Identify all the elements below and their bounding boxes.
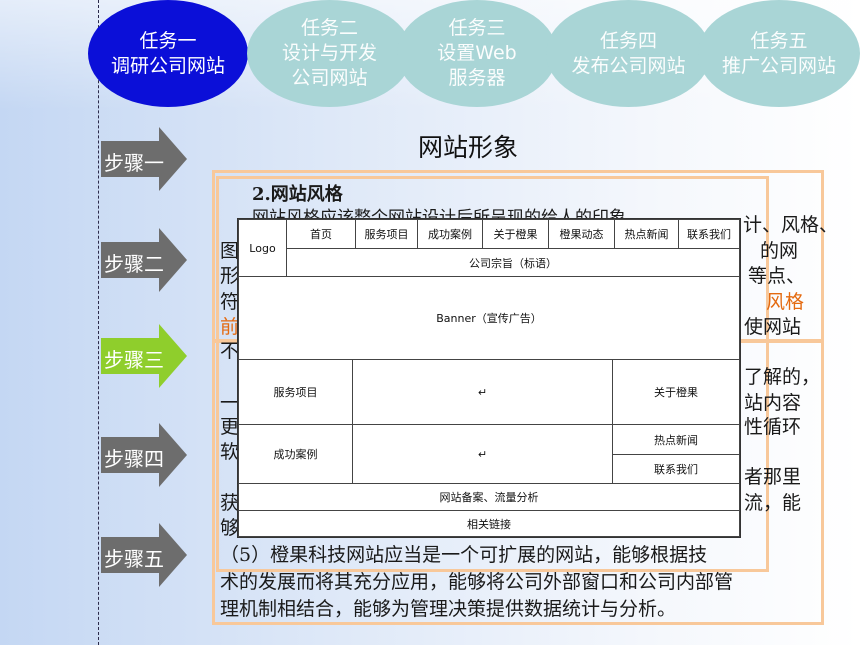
mockup-nav-hot-news: 热点新闻 [614, 219, 679, 249]
step-3-button[interactable]: 步骤三 [101, 324, 187, 388]
step-2-label: 步骤二 [104, 252, 164, 276]
tab-task-3-line3: 服务器 [448, 67, 506, 89]
mockup-slogan: 公司宗旨（标语） [286, 248, 740, 277]
paragraph-5-line2: 术的发展而将其充分应用，能够将公司外部窗口和公司内部管 [220, 571, 734, 593]
mockup-nav-home: 首页 [286, 219, 356, 249]
text-row5-left: 前 [220, 316, 240, 338]
website-layout-mockup: Logo 首页 服务项目 成功案例 关于橙果 橙果动态 热点新闻 联系我们 公司… [237, 218, 741, 538]
text-row4-left: 符 [220, 291, 240, 313]
tab-task-5-line1: 任务五 [750, 29, 808, 52]
tab-task-3-line1: 任务三 [448, 17, 506, 39]
mockup-nav-cases: 成功案例 [417, 219, 483, 249]
tab-task-1-line2: 调研公司网站 [110, 54, 225, 77]
text-row10-left: 软 [220, 441, 240, 463]
text-row2-right: 的网 [760, 240, 799, 262]
arrow-right-icon [101, 127, 187, 191]
page-title: 网站形象 [418, 133, 519, 162]
tab-task-5-line2: 推广公司网站 [721, 54, 836, 77]
step-1-label: 步骤一 [104, 151, 164, 175]
tab-task-4[interactable]: 任务四 发布公司网站 [546, 0, 711, 107]
text-row12-left: 获 [220, 492, 240, 514]
text-row1-right: 计、风格、 [743, 214, 839, 236]
arrow-right-icon [101, 228, 187, 292]
mockup-hot-news: 热点新闻 [612, 424, 740, 455]
mockup-cases: 成功案例 [238, 424, 353, 484]
text-row9-right: 性循环 [744, 416, 802, 438]
tab-task-2-line2: 设计与开发 [281, 42, 377, 64]
tab-task-2-line3: 公司网站 [291, 67, 368, 89]
mockup-services: 服务项目 [238, 359, 353, 425]
paragraph-5-line3: 理机制相结合，能够为管理决策提供数据统计与分析。 [220, 598, 677, 620]
text-row7-left: 一 [220, 392, 240, 414]
dashed-guide-line [98, 0, 99, 645]
tab-task-4-line2: 发布公司网站 [571, 54, 686, 77]
mockup-nav-news: 橙果动态 [548, 219, 615, 249]
text-row7-right: 了解的， [744, 366, 821, 388]
mockup-footer-stats: 网站备案、流量分析 [238, 483, 740, 511]
text-row11-right: 者那里 [744, 466, 802, 488]
text-row12-right: 流，能 [744, 492, 802, 514]
step-4-label: 步骤四 [104, 447, 164, 471]
mockup-footer-links: 相关链接 [238, 510, 740, 537]
tab-task-3[interactable]: 任务三 设置Web 服务器 [397, 0, 557, 107]
text-row2-left: 图 [220, 240, 240, 262]
text-row5-right: 使网站 [744, 316, 802, 338]
mockup-nav-contact: 联系我们 [678, 219, 740, 249]
tab-task-2[interactable]: 任务二 设计与开发 公司网站 [247, 0, 412, 107]
mockup-logo: Logo [238, 219, 287, 277]
text-row4-right: 风格 [766, 291, 805, 313]
step-1-button[interactable]: 步骤一 [101, 127, 187, 191]
text-row3-right: 等点、 [748, 265, 806, 287]
arrow-right-icon [101, 423, 187, 487]
tab-task-3-line2: 设置Web [437, 42, 517, 64]
step-5-button[interactable]: 步骤五 [101, 523, 187, 587]
arrow-right-icon [101, 324, 187, 388]
step-5-label: 步骤五 [104, 547, 164, 571]
step-3-label: 步骤三 [104, 348, 164, 372]
section-heading: 2.网站风格 [252, 184, 343, 205]
mockup-contact: 联系我们 [612, 454, 740, 484]
mockup-nav-services: 服务项目 [355, 219, 418, 249]
mockup-banner: Banner（宣传广告） [238, 276, 740, 360]
mockup-nav-about: 关于橙果 [482, 219, 549, 249]
mockup-middle-2: ↵ [352, 424, 613, 484]
paragraph-5-line1: （5）橙果科技网站应当是一个可扩展的网站，能够根据技 [220, 544, 708, 566]
text-row8-right: 站内容 [744, 392, 802, 414]
text-row3-left: 形 [220, 265, 240, 287]
text-row6-left: 不 [220, 340, 240, 362]
text-row13-left: 够 [220, 517, 240, 539]
text-row9-left: 更 [220, 416, 240, 438]
mockup-about: 关于橙果 [612, 359, 740, 425]
step-2-button[interactable]: 步骤二 [101, 228, 187, 292]
tab-task-2-line1: 任务二 [300, 17, 358, 39]
step-4-button[interactable]: 步骤四 [101, 423, 187, 487]
tab-task-5[interactable]: 任务五 推广公司网站 [698, 0, 860, 107]
tab-task-1-line1: 任务一 [139, 29, 197, 52]
tab-task-4-line1: 任务四 [599, 29, 657, 52]
arrow-right-icon [101, 523, 187, 587]
mockup-middle-1: ↵ [352, 359, 613, 425]
tab-task-1[interactable]: 任务一 调研公司网站 [88, 0, 248, 107]
content-frame-inner [216, 176, 769, 572]
